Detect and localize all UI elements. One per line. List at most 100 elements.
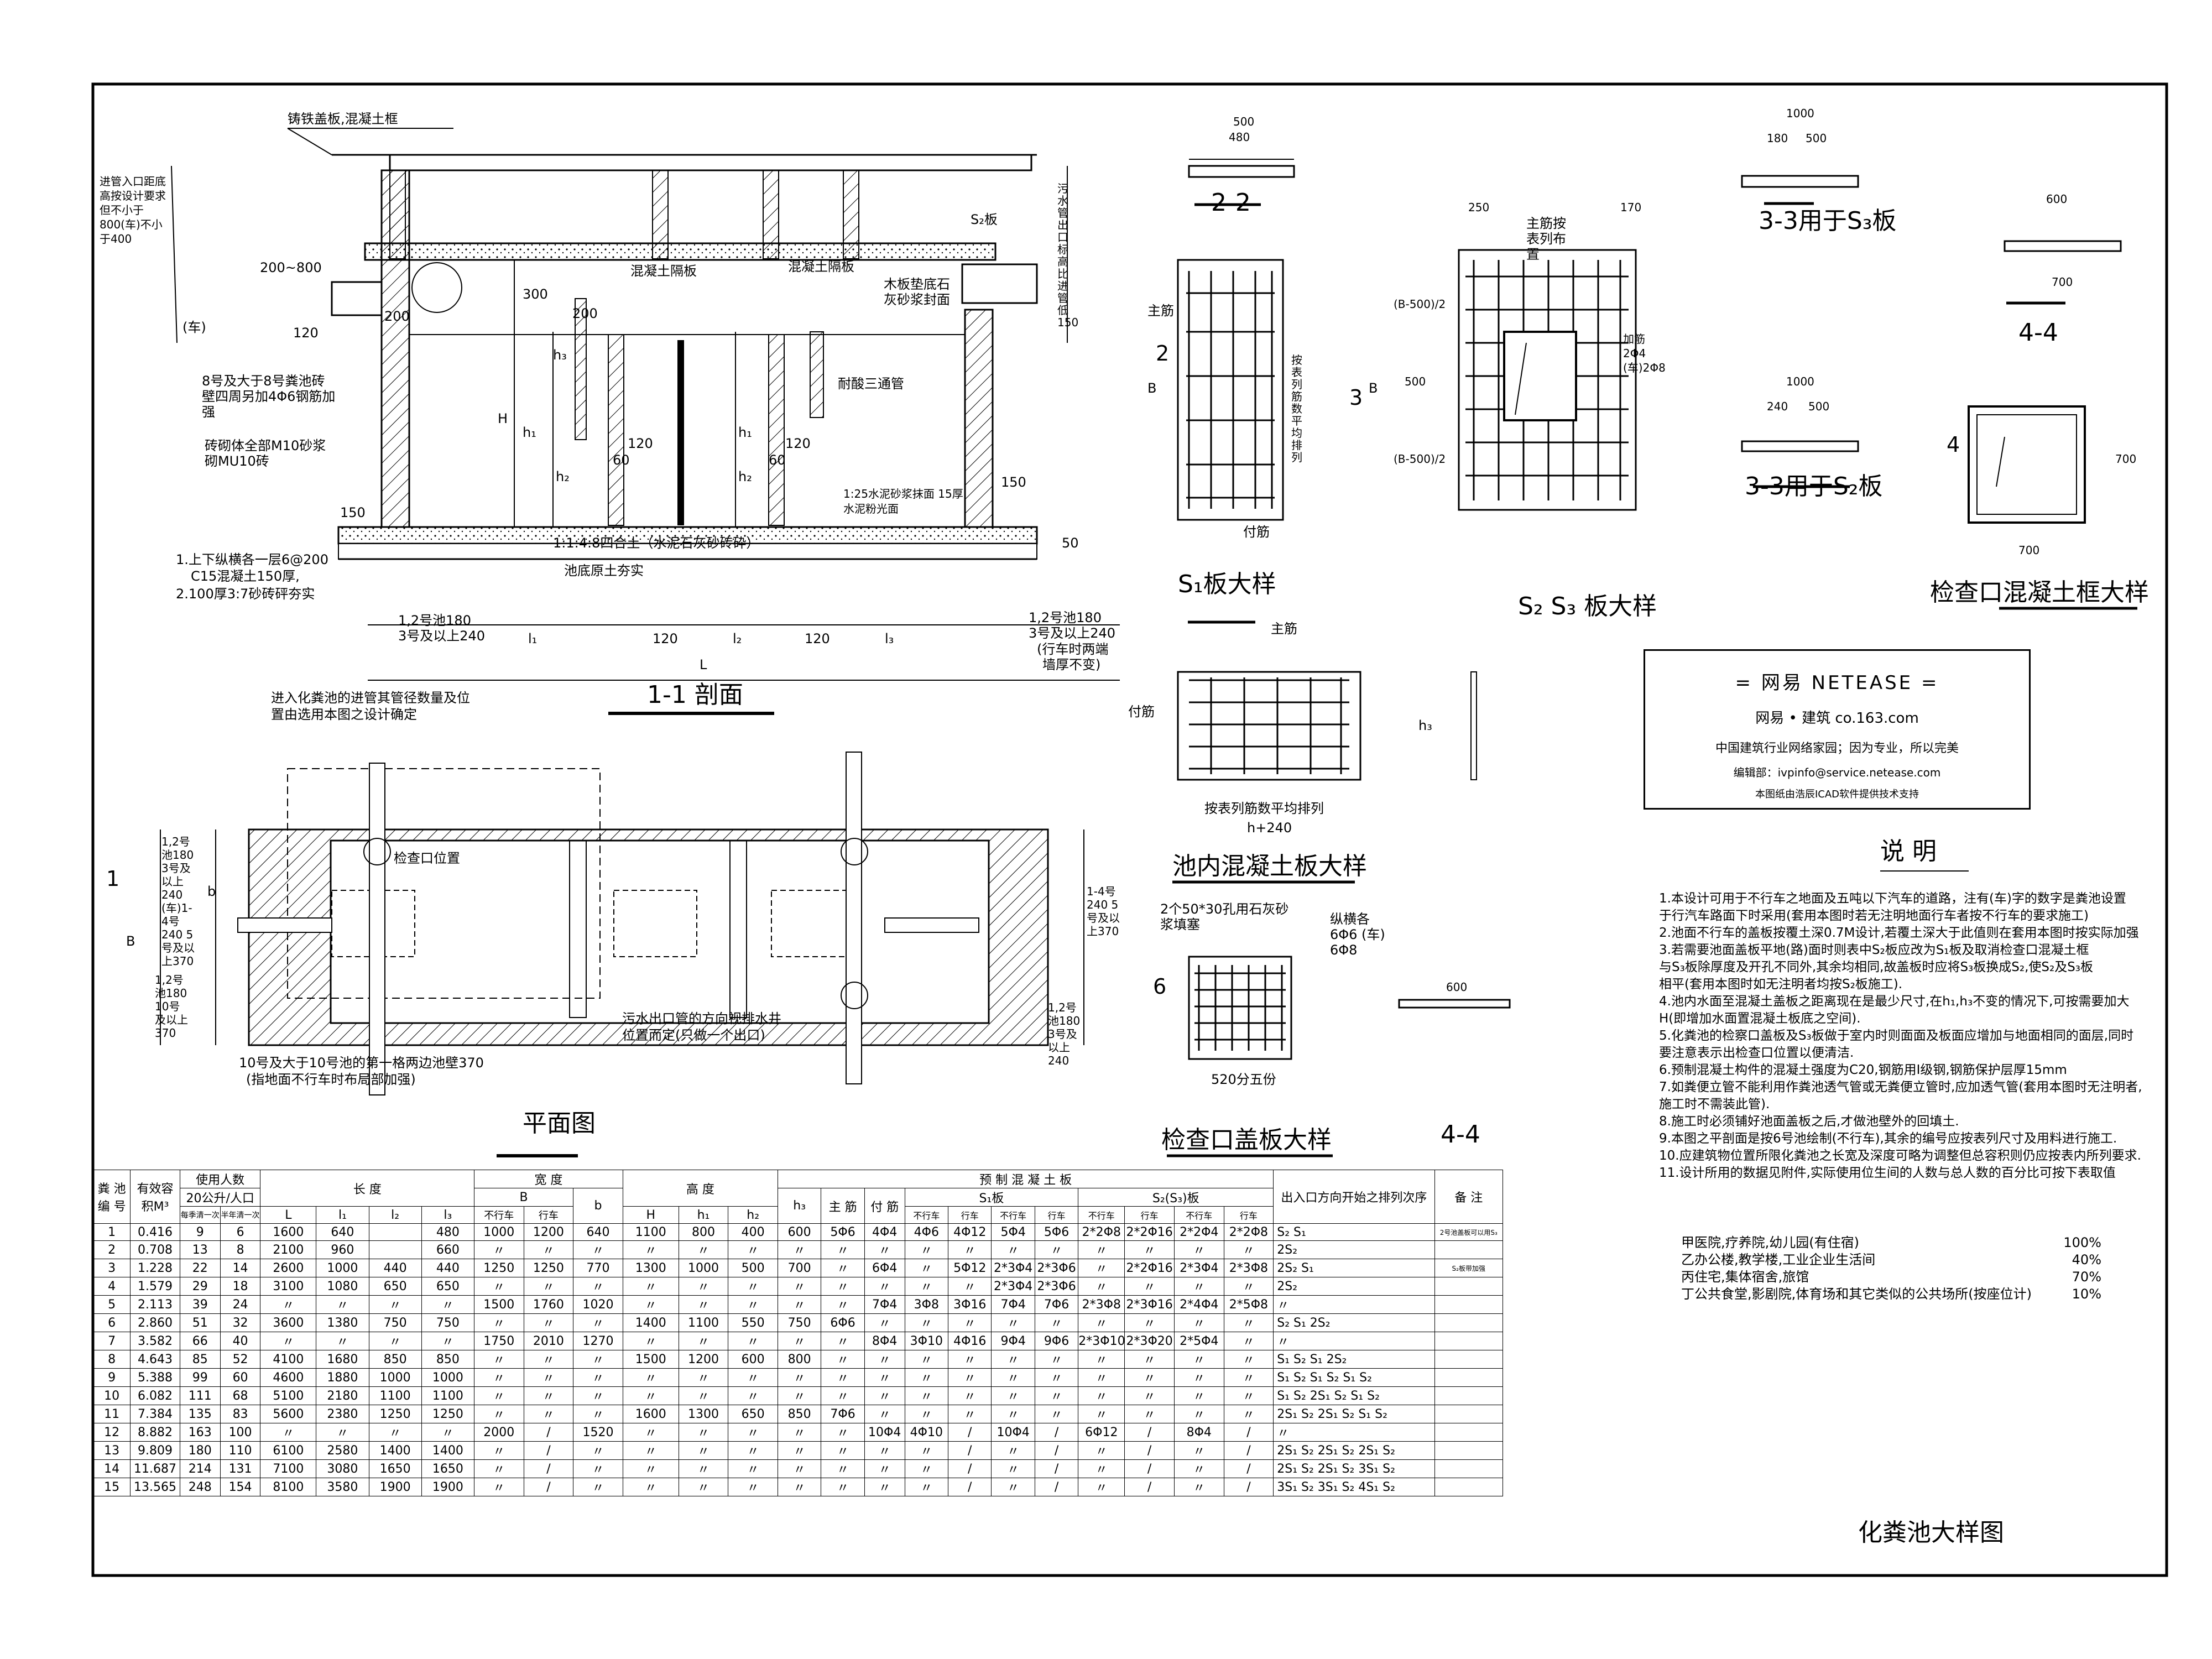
table-cell: 〃 (473, 1478, 524, 1496)
table-cell: 〃 (1078, 1405, 1125, 1423)
table-cell: 〃 (260, 1295, 317, 1314)
th-l1: l₁ (316, 1206, 369, 1224)
table-cell: 6Φ4 (864, 1259, 905, 1277)
table-cell: 〃 (728, 1277, 778, 1296)
usage-category: 甲医院,疗养院,幼儿园(有住宿) (1681, 1235, 1859, 1250)
table-cell: 2180 (316, 1386, 369, 1405)
table-cell: 〃 (777, 1277, 822, 1296)
dim-120a: 120 (628, 436, 653, 451)
table-cell: / (1124, 1478, 1175, 1496)
table-cell: 〃 (821, 1478, 865, 1496)
table-cell: 6 (92, 1313, 131, 1332)
section-mark-1: 1 (106, 867, 120, 891)
table-cell: 640 (316, 1223, 369, 1241)
table-cell: 85 (179, 1350, 221, 1369)
table-cell: 4Φ6 (904, 1223, 949, 1241)
table-cell: 2010 (523, 1332, 574, 1350)
table-cell: 650 (368, 1277, 422, 1296)
note-line: 要注意表示出检查口位置以便清洁. (1659, 1046, 1854, 1060)
partition-label-1: 混凝土隔板 (630, 263, 697, 279)
table-cell: 6Φ6 (821, 1313, 865, 1332)
wall-right-3: (行车时两端 (1037, 641, 1109, 657)
table-cell: 13 (92, 1441, 131, 1460)
table-cell: 〃 (821, 1386, 865, 1405)
th-remark: 备 注 (1434, 1170, 1504, 1224)
table-cell: 〃 (728, 1478, 778, 1496)
table-cell: 2S₂ S₁ (1273, 1259, 1435, 1277)
table-cell: 3 (92, 1259, 131, 1277)
b-right-note-2: 1,2号池180 3号及以上240 (1048, 1001, 1081, 1067)
table-cell: 〃 (728, 1423, 778, 1442)
th-s1-side-nc: 不行车 (991, 1206, 1035, 1224)
table-cell: 〃 (622, 1240, 679, 1259)
th-p2: 半年清一次 (220, 1206, 261, 1224)
usage-percent-row: 甲医院,疗养院,幼儿园(有住宿)100% (1681, 1234, 2101, 1251)
table-cell: 〃 (728, 1332, 778, 1350)
table-cell: 〃 (728, 1368, 778, 1387)
table-cell: 8 (220, 1240, 261, 1259)
dim-200b: 200 (572, 306, 598, 321)
table-cell: 〃 (473, 1313, 524, 1332)
bottom-note-1: 1.上下纵横各一层6@200 (176, 552, 328, 567)
table-cell: / (1034, 1441, 1079, 1460)
th-s2-main-nc: 不行车 (1078, 1206, 1125, 1224)
table-cell: / (948, 1478, 992, 1496)
table-cell: 2*3Φ10 (1078, 1332, 1125, 1350)
table-cell: 〃 (991, 1368, 1035, 1387)
table-cell: 〃 (622, 1332, 679, 1350)
outlet-note: 污水管出口标高比进管低150 (1057, 182, 1079, 329)
bottom-note-3: 2.100厚3:7砂砖砰夯实 (176, 586, 315, 602)
table-cell: 〃 (316, 1332, 369, 1350)
th-s2: S₂(S₃)板 (1078, 1188, 1274, 1207)
table-cell: 〃 (421, 1295, 474, 1314)
table-cell: 2S₁ S₂ 2S₁ S₂ 2S₁ S₂ (1273, 1441, 1435, 1460)
table-cell: 4100 (260, 1350, 317, 1369)
table-cell: 5.388 (130, 1368, 180, 1387)
table-cell: 〃 (728, 1386, 778, 1405)
table-cell: 440 (421, 1259, 474, 1277)
table-cell: 10Φ4 (864, 1423, 905, 1442)
table-cell: 〃 (821, 1350, 865, 1369)
table-cell: / (1223, 1478, 1274, 1496)
b-right-note: 1-4号240 5号及以上370 (1087, 885, 1120, 938)
th-p1: 每季清一次 (179, 1206, 221, 1224)
section-1-1 (171, 128, 1120, 715)
th-s2-side-c: 行车 (1223, 1206, 1274, 1224)
table-cell: 〃 (728, 1240, 778, 1259)
usage-percent: 70% (2072, 1269, 2101, 1285)
table-cell: 〃 (864, 1277, 905, 1296)
table-cell: 5 (92, 1295, 131, 1314)
table-cell: 750 (368, 1313, 422, 1332)
table-cell: 〃 (948, 1350, 992, 1369)
table-cell: 〃 (573, 1459, 623, 1478)
stamp-line-4: 编辑部：ivpinfo@service.netease.com (1733, 766, 1941, 779)
table-cell: 〃 (260, 1423, 317, 1442)
th-s1-side-c: 行车 (1034, 1206, 1079, 1224)
note-line: 2.池面不行车的盖板按覆土深0.7M设计,若覆土深大于此值则在套用本图时按实际加… (1659, 926, 2139, 940)
th-l3: l₃ (421, 1206, 474, 1224)
table-cell: 〃 (1173, 1441, 1224, 1460)
table-cell: 400 (728, 1223, 778, 1241)
table-cell: 〃 (523, 1277, 574, 1296)
table-cell: 〃 (864, 1240, 905, 1259)
sec33s3-dim-500: 500 (1806, 132, 1827, 145)
table-cell: 2S₂ (1273, 1277, 1435, 1296)
table-cell: 100 (220, 1423, 261, 1442)
table-cell: 1400 (622, 1313, 679, 1332)
bottom-note-2: C15混凝土150厚, (191, 568, 300, 584)
table-cell: 5Φ6 (821, 1223, 865, 1241)
table-cell: 111 (179, 1386, 221, 1405)
table-cell: 〃 (622, 1459, 679, 1478)
table-cell: 〃 (622, 1295, 679, 1314)
wall-left-1: 1,2号池180 (398, 613, 471, 628)
table-cell: 600 (728, 1350, 778, 1369)
table-cell: 〃 (864, 1368, 905, 1387)
table-cell: 850 (777, 1405, 822, 1423)
netease-stamp: = 网易 NETEASE = 网易 • 建筑 co.163.com 中国建筑行业… (1644, 649, 2031, 810)
table-cell: 〃 (573, 1277, 623, 1296)
inspect-label: 检查口位置 (394, 851, 460, 866)
table-cell: 4 (92, 1277, 131, 1296)
table-cell: 〃 (473, 1441, 524, 1460)
table-cell: 1300 (678, 1405, 729, 1423)
